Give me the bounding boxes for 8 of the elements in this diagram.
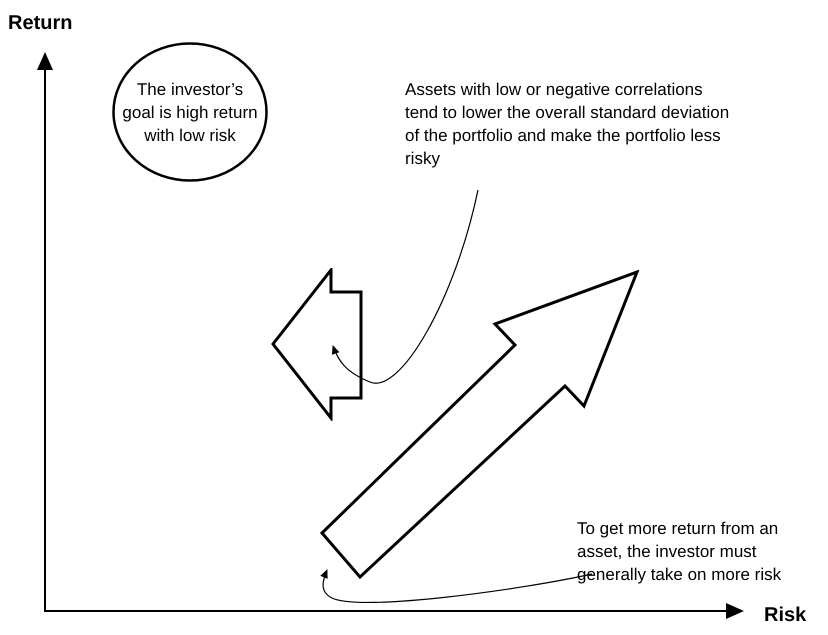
- goal-text: The investor’s goal is high return with low risk: [122, 78, 258, 146]
- axis-label: Risk: [764, 604, 806, 627]
- leader-line: [332, 190, 479, 384]
- annotation-text: To get more return from an asset, the investor must generally take on more risk: [577, 517, 827, 586]
- leader-line: [320, 569, 592, 603]
- axis-label: Return: [8, 12, 72, 35]
- goal-ellipse: [112, 42, 268, 182]
- annotation-text: Assets with low or negative correlations tend to lower the overall standard deviation of the portfolio and make the portfolio less risky: [405, 78, 740, 190]
